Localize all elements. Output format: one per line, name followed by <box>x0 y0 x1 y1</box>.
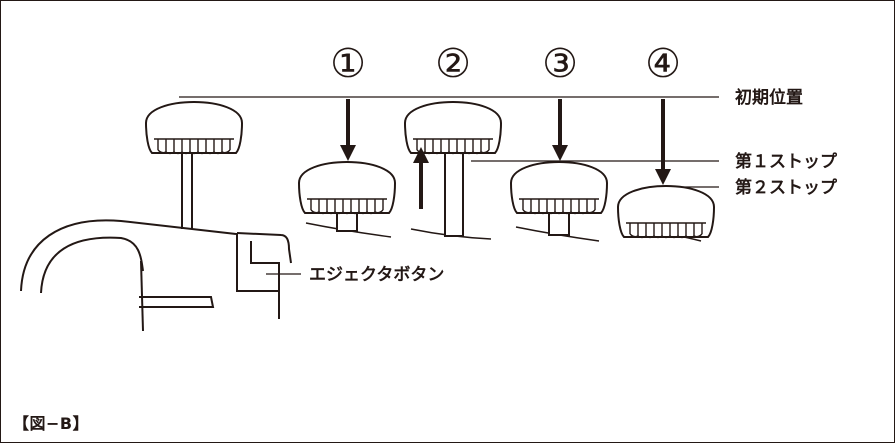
first-stop-label: 第１ストップ <box>735 151 838 172</box>
plunger-assembly-3 <box>510 99 608 242</box>
pipette-body <box>20 139 292 332</box>
plunger-assembly-1 <box>298 99 396 238</box>
second-stop-label: 第２ストップ <box>735 177 838 198</box>
plunger-assembly-4 <box>617 99 715 242</box>
position-number-1: ① <box>330 41 366 87</box>
position-number-2: ② <box>435 41 471 87</box>
plunger-knob-initial <box>145 101 243 155</box>
figure-caption: 【図−B】 <box>13 414 90 433</box>
plunger-assembly-2 <box>404 101 502 240</box>
position-number-4: ④ <box>645 41 681 87</box>
position-number-3: ③ <box>542 41 578 87</box>
initial-position-label: 初期位置 <box>735 87 803 108</box>
eject-button-label: エジェクタボタン <box>309 265 444 285</box>
